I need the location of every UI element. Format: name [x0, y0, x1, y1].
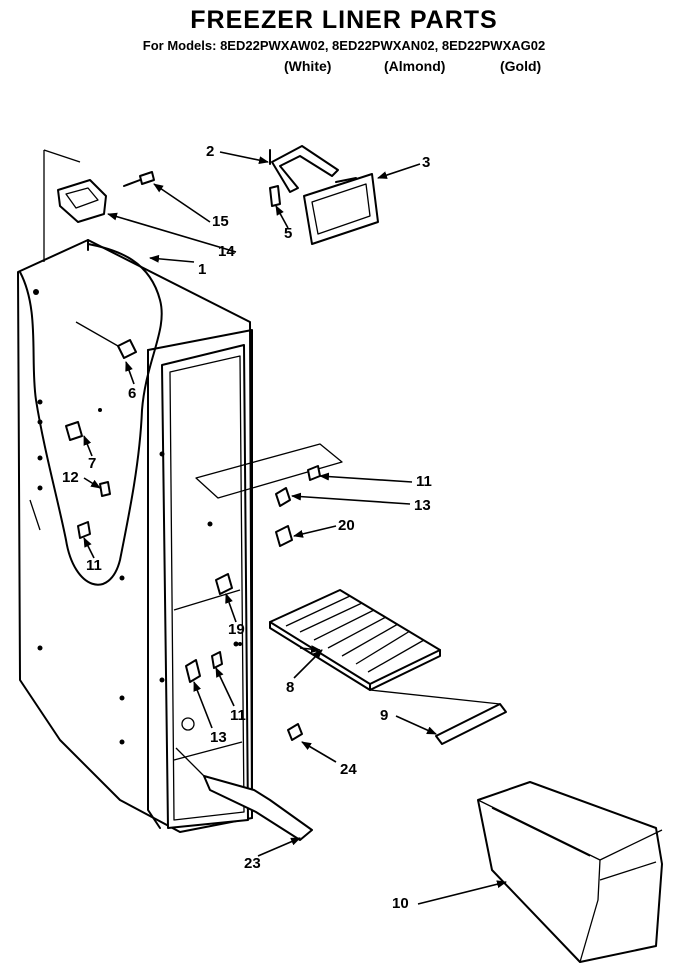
- leader-11-right: [319, 472, 413, 483]
- screw-part-5: [269, 185, 281, 207]
- hinge-cover-part-14: [43, 149, 107, 262]
- clip-part-11-right: [307, 465, 321, 481]
- callout-20: 20: [338, 517, 355, 534]
- clip-part-11-left: [77, 521, 91, 539]
- leader-7: [83, 435, 93, 457]
- variant-almond: (Almond): [384, 58, 446, 74]
- callout-7: 7: [88, 455, 97, 472]
- callout-11-left: 11: [86, 557, 102, 574]
- callout-12: 12: [62, 469, 79, 486]
- callout-23: 23: [244, 855, 261, 872]
- rail-part-23: [175, 747, 313, 841]
- callout-11-right: 11: [416, 473, 432, 490]
- leader-12: [83, 477, 101, 489]
- callout-11-lower: 11: [230, 707, 246, 724]
- callout-19: 19: [228, 621, 245, 638]
- callout-14: 14: [218, 243, 235, 260]
- clip-part-13-lower: [185, 659, 201, 683]
- callout-8: 8: [286, 679, 295, 696]
- callout-24: 24: [340, 761, 357, 778]
- clip-part-7: [65, 408, 102, 441]
- freezer-liner: [17, 239, 343, 833]
- leader-20: [293, 525, 337, 538]
- callout-5: 5: [284, 225, 293, 242]
- leader-10: [417, 880, 507, 905]
- callout-3: 3: [422, 154, 431, 171]
- callout-6: 6: [128, 385, 137, 402]
- leader-13-right: [291, 492, 411, 505]
- leader-8b: [293, 649, 323, 679]
- callout-2: 2: [206, 143, 215, 160]
- screw-part-12: [99, 481, 111, 497]
- callout-13-right: 13: [414, 497, 431, 514]
- frame-part-3: [303, 173, 379, 245]
- clip-part-19: [215, 573, 233, 595]
- clip-part-11-lower: [211, 642, 242, 669]
- bracket-part-2: [269, 145, 339, 193]
- callout-13-lower: 13: [210, 729, 227, 746]
- callout-15: 15: [212, 213, 229, 230]
- leader-24: [301, 741, 337, 763]
- variant-gold: (Gold): [500, 58, 542, 74]
- screw-part-24: [287, 723, 303, 741]
- callout-1: 1: [198, 261, 207, 278]
- shelf-trim-part-9: [369, 689, 507, 745]
- leader-11-lower: [215, 667, 235, 707]
- callout-9: 9: [380, 707, 389, 724]
- leader-13-lower: [193, 681, 213, 729]
- clip-part-20: [275, 525, 293, 547]
- clip-part-13-right: [275, 487, 291, 507]
- leader-23: [257, 837, 301, 857]
- wire-shelf-part-8: [269, 589, 441, 691]
- leader-19: [225, 593, 237, 623]
- bin-part-10: [477, 781, 663, 963]
- clip-part-6: [75, 321, 137, 359]
- leader-6: [125, 361, 135, 385]
- leader-5: [275, 205, 289, 229]
- leader-15: [153, 183, 211, 223]
- screw-part-15: [123, 171, 155, 187]
- callout-10: 10: [392, 895, 409, 912]
- variant-white: (White): [284, 58, 332, 74]
- leader-11-left: [83, 537, 95, 559]
- models-line: For Models: 8ED22PWXAW02, 8ED22PWXAN02, …: [142, 38, 546, 53]
- diagram-title: FREEZER LINER PARTS: [190, 6, 498, 34]
- leader-3: [377, 163, 421, 179]
- leader-2: [219, 151, 269, 165]
- leader-1: [149, 254, 195, 263]
- leader-9: [395, 715, 437, 735]
- leader-14: [107, 212, 237, 253]
